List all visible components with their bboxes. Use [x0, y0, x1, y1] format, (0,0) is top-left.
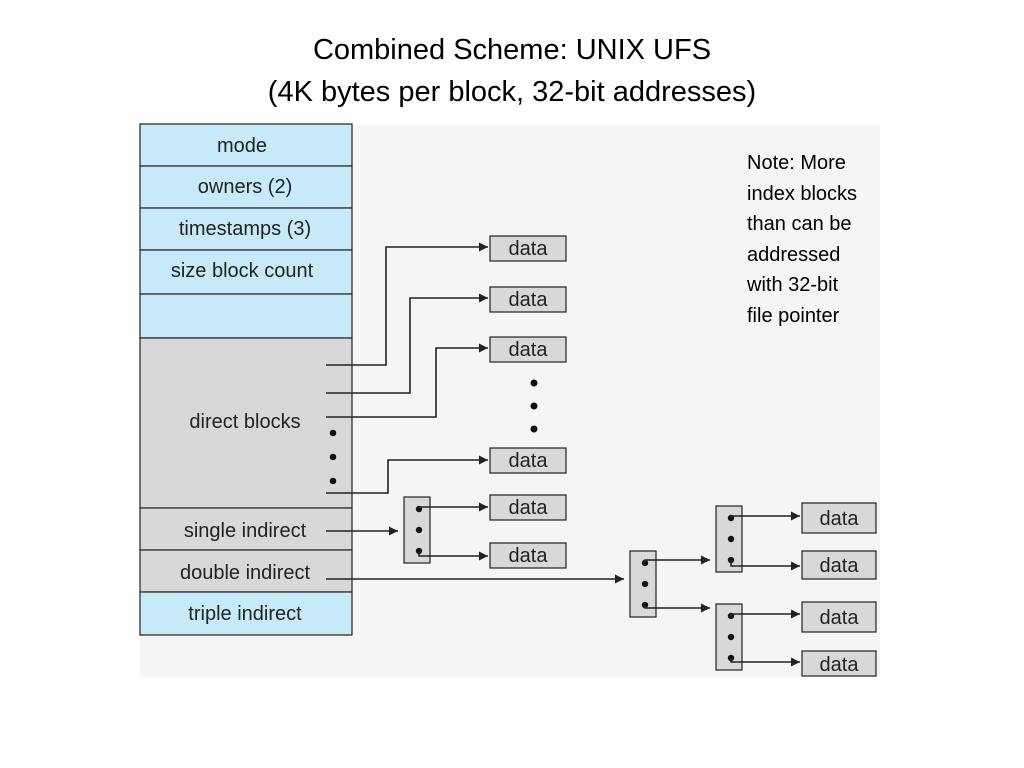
inode-label-owners: owners (2)	[198, 176, 292, 198]
data-block-label: data	[820, 508, 860, 530]
data-block-label: data	[820, 555, 860, 577]
data-block-label: data	[509, 289, 549, 311]
second-level-ptr	[730, 609, 800, 619]
data-block-label: data	[509, 450, 549, 472]
data-block-label: data	[509, 497, 549, 519]
data-block	[801, 650, 877, 677]
direct-blocks-ellipsis	[329, 429, 337, 485]
data-block	[801, 550, 877, 580]
inode-field-blank	[139, 293, 353, 339]
inode-label-single-indirect: single indirect	[184, 520, 307, 542]
data-block	[489, 235, 567, 262]
inode-table: mode owners (2) timestamps (3) size bloc…	[139, 123, 353, 636]
inode-label-timestamps: timestamps (3)	[179, 218, 311, 240]
inode-label-size-block-count: size block count	[171, 260, 314, 282]
data-block	[489, 447, 567, 474]
direct-pointers	[326, 242, 488, 494]
data-block-label: data	[509, 545, 549, 567]
data-block	[489, 286, 567, 313]
direct-data-blocks: data data data data	[489, 235, 567, 474]
inode-field-mode	[139, 123, 353, 167]
inode-label-direct-blocks: direct blocks	[189, 411, 300, 433]
data-block-label: data	[820, 654, 860, 676]
direct-pointer-1	[326, 242, 488, 366]
second-level-ptr	[730, 560, 800, 571]
data-block	[489, 336, 567, 363]
single-indirect-chain: data data	[326, 494, 567, 569]
title-line-1: Combined Scheme: UNIX UFS	[312, 34, 712, 66]
data-block	[489, 494, 567, 521]
direct-pointer-3	[326, 343, 488, 418]
inode-label-triple-indirect: triple indirect	[188, 603, 302, 625]
double-indirect-chain: data data data data	[326, 502, 877, 677]
double-indirect-ptr-1	[644, 555, 710, 565]
direct-pointer-2	[326, 293, 488, 394]
data-blocks-ellipsis	[530, 379, 538, 433]
data-block	[801, 502, 877, 534]
data-block-label: data	[509, 339, 549, 361]
single-indirect-ptr-1	[418, 502, 488, 512]
inode-field-triple-indirect	[139, 591, 353, 636]
second-level-ptr	[730, 657, 800, 667]
second-level-ptr	[730, 511, 800, 521]
title-line-2: (4K bytes per block, 32-bit addresses)	[267, 76, 757, 108]
double-indirect-ptr-2	[644, 603, 710, 613]
single-indirect-ptr-2	[418, 551, 488, 561]
data-block	[801, 601, 877, 633]
data-block-label: data	[820, 607, 860, 629]
inode-label-mode: mode	[217, 135, 267, 157]
data-block	[489, 542, 567, 569]
inode-field-double-indirect	[139, 549, 353, 593]
inode-label-double-indirect: double indirect	[180, 562, 311, 584]
data-block-label: data	[509, 238, 549, 260]
direct-pointer-4	[326, 455, 488, 494]
inode-field-single-indirect	[139, 507, 353, 551]
note-text: Note: More index blocks than can be addr…	[747, 152, 858, 327]
